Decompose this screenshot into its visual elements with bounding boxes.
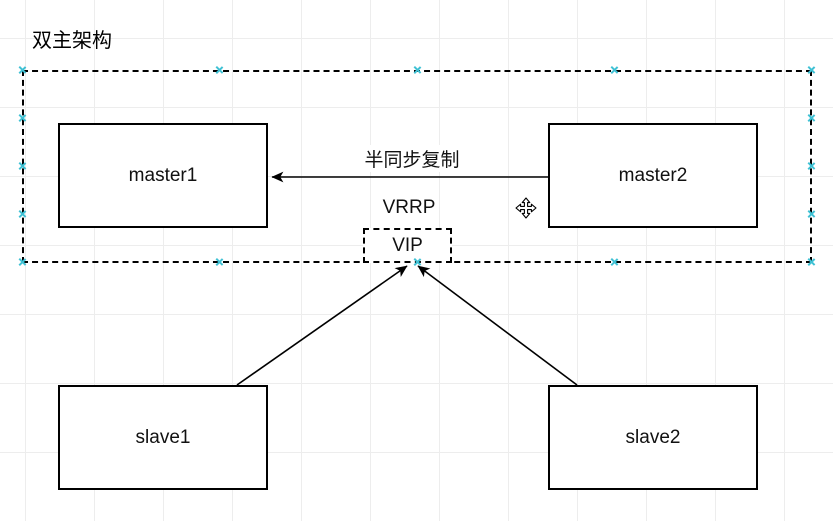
selection-handle[interactable] (413, 66, 422, 75)
node-vip[interactable]: VIP (363, 228, 452, 263)
selection-handle[interactable] (807, 258, 816, 267)
selection-handle[interactable] (807, 114, 816, 123)
node-slave2-label: slave2 (625, 426, 681, 448)
selection-handle[interactable] (215, 258, 224, 267)
selection-handle[interactable] (18, 210, 27, 219)
node-vip-label: VIP (392, 234, 423, 256)
selection-handle[interactable] (610, 258, 619, 267)
selection-handle[interactable] (18, 162, 27, 171)
selection-handle[interactable] (807, 210, 816, 219)
selection-handle[interactable] (18, 114, 27, 123)
node-master1-label: master1 (128, 164, 198, 186)
selection-handle[interactable] (215, 66, 224, 75)
selection-handle[interactable] (807, 66, 816, 75)
diagram-title[interactable]: 双主架构 (32, 30, 112, 52)
node-slave1-label: slave1 (135, 426, 191, 448)
selection-handle[interactable] (18, 66, 27, 75)
node-master2[interactable]: master2 (548, 123, 758, 228)
connector-slave2-to-vip[interactable] (417, 265, 578, 386)
vrrp-label[interactable]: VRRP (382, 197, 436, 218)
node-slave1[interactable]: slave1 (58, 385, 268, 490)
node-master2-label: master2 (618, 164, 688, 186)
selection-handle[interactable] (610, 66, 619, 75)
move-cursor-icon (515, 197, 537, 219)
selection-handle[interactable] (807, 162, 816, 171)
connector-slave1-to-vip[interactable] (236, 265, 408, 386)
replication-label[interactable]: 半同步复制 (361, 145, 463, 172)
selection-handle[interactable] (18, 258, 27, 267)
node-slave2[interactable]: slave2 (548, 385, 758, 490)
selection-handle[interactable] (413, 258, 422, 267)
node-master1[interactable]: master1 (58, 123, 268, 228)
